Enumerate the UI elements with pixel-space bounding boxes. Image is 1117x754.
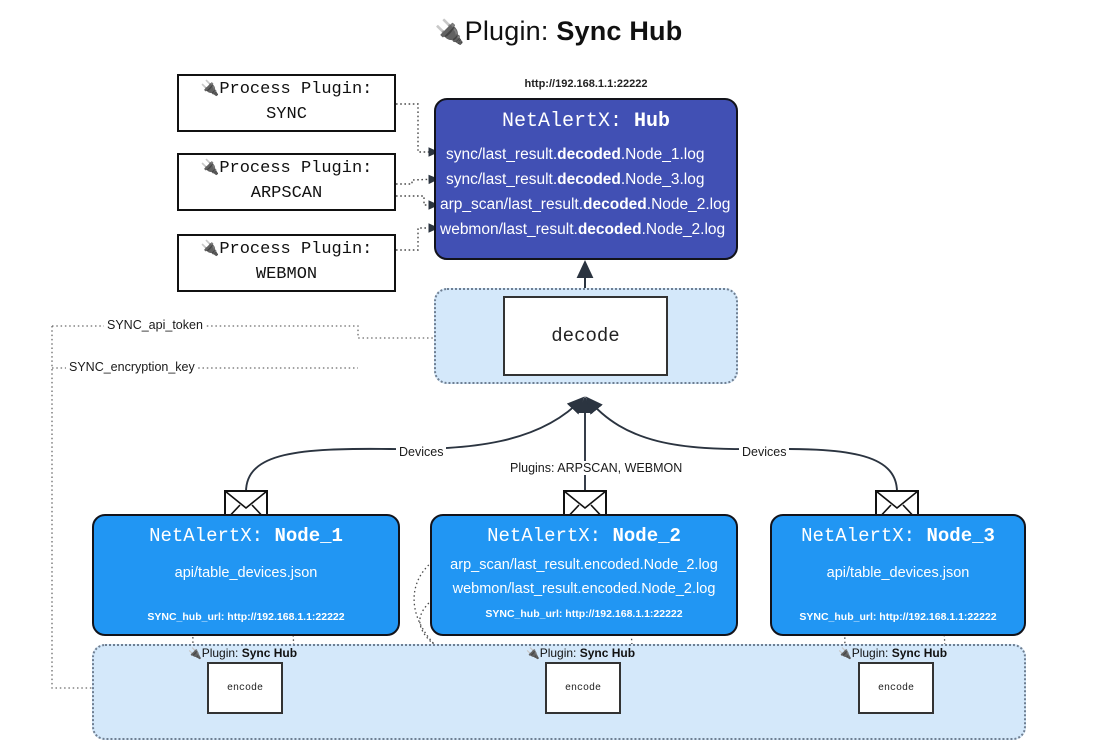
encode-label: encode — [564, 682, 601, 694]
node-header-name: Node_1 — [274, 525, 343, 547]
plug-icon: 🔌 — [526, 648, 540, 660]
plugin-label-node-3: 🔌Plugin: Sync Hub — [838, 646, 948, 660]
node-box-node-3[interactable]: NetAlertX: Node_3 api/table_devices.json… — [770, 514, 1026, 636]
process-plugin-label: Process Plugin: — [219, 240, 373, 260]
encode-box-node-1[interactable]: encode — [207, 662, 283, 714]
encode-box-node-2[interactable]: encode — [545, 662, 621, 714]
node-data-line: arp_scan/last_result.encoded.Node_2.log — [450, 557, 718, 573]
process-plugin-name: ARPSCAN — [250, 184, 323, 203]
sync-encryption-key-label: SYNC_encryption_key — [66, 360, 198, 374]
node-data-line: webmon/last_result.encoded.Node_2.log — [452, 581, 716, 597]
process-plugin-label: Process Plugin: — [219, 159, 373, 179]
hub-log-row: sync/last_result.decoded.Node_3.log — [446, 171, 705, 189]
hub-log-row: webmon/last_result.decoded.Node_2.log — [440, 221, 726, 239]
node-data-line: api/table_devices.json — [826, 565, 970, 581]
plug-icon: 🔌 — [200, 239, 220, 258]
devices-label-left: Devices — [396, 445, 447, 459]
process-plugin-name: SYNC — [266, 105, 307, 124]
title-name: Sync Hub — [556, 16, 683, 46]
plugin-label-node-1: 🔌Plugin: Sync Hub — [188, 646, 298, 660]
encode-label: encode — [226, 682, 263, 694]
plugins-label-center: Plugins: ARPSCAN, WEBMON — [507, 461, 686, 475]
hub-log-row: arp_scan/last_result.decoded.Node_2.log — [440, 196, 731, 214]
process-plugin-name: WEBMON — [255, 265, 318, 284]
devices-label-right: Devices — [739, 445, 790, 459]
node-header-prefix: NetAlertX: — [149, 525, 264, 547]
node-box-node-1[interactable]: NetAlertX: Node_1 api/table_devices.json… — [92, 514, 400, 636]
hub-header-prefix: NetAlertX: — [501, 110, 622, 133]
plugin-label-node-2: 🔌Plugin: Sync Hub — [526, 646, 636, 660]
node-header: NetAlertX: Node_3 — [772, 525, 1024, 547]
process-plugin-webmon[interactable]: 🔌Process Plugin: WEBMON — [177, 234, 396, 292]
process-plugin-label: Process Plugin: — [219, 80, 373, 100]
hub-url-label: http://192.168.1.1:22222 — [524, 78, 648, 90]
decode-box[interactable]: decode — [503, 296, 668, 376]
node-hub-url: SYNC_hub_url: http://192.168.1.1:22222 — [485, 608, 683, 620]
page-title: 🔌Plugin: Sync Hub — [0, 16, 1117, 47]
hub-log-row: sync/last_result.decoded.Node_1.log — [446, 146, 705, 163]
process-plugin-arpscan[interactable]: 🔌Process Plugin: ARPSCAN — [177, 153, 396, 211]
node-header-prefix: NetAlertX: — [487, 525, 602, 547]
plug-icon: 🔌 — [200, 158, 220, 177]
plug-icon: 🔌 — [188, 648, 202, 660]
hub-header-name: Hub — [634, 110, 671, 133]
node-header-prefix: NetAlertX: — [801, 525, 916, 547]
node-data-line: api/table_devices.json — [174, 565, 318, 581]
sync-api-token-label: SYNC_api_token — [104, 318, 206, 332]
encode-box-node-3[interactable]: encode — [858, 662, 934, 714]
node-hub-url: SYNC_hub_url: http://192.168.1.1:22222 — [799, 611, 997, 623]
title-prefix: Plugin: — [464, 16, 549, 46]
node-header-name: Node_3 — [926, 525, 995, 547]
node-box-node-2[interactable]: NetAlertX: Node_2 arp_scan/last_result.e… — [430, 514, 738, 636]
plug-icon: 🔌 — [838, 648, 852, 660]
hub-header: NetAlertX: Hub — [436, 110, 736, 133]
node-hub-url: SYNC_hub_url: http://192.168.1.1:22222 — [147, 611, 345, 623]
decode-label: decode — [551, 325, 620, 347]
node-header-name: Node_2 — [612, 525, 681, 547]
plug-icon: 🔌 — [200, 79, 220, 98]
process-plugin-sync[interactable]: 🔌Process Plugin: SYNC — [177, 74, 396, 132]
plug-icon: 🔌 — [434, 19, 465, 46]
node-header: NetAlertX: Node_2 — [432, 525, 736, 547]
encode-label: encode — [877, 682, 914, 694]
node-header: NetAlertX: Node_1 — [94, 525, 398, 547]
hub-box[interactable]: NetAlertX: Hub sync/last_result.decoded.… — [434, 98, 738, 260]
